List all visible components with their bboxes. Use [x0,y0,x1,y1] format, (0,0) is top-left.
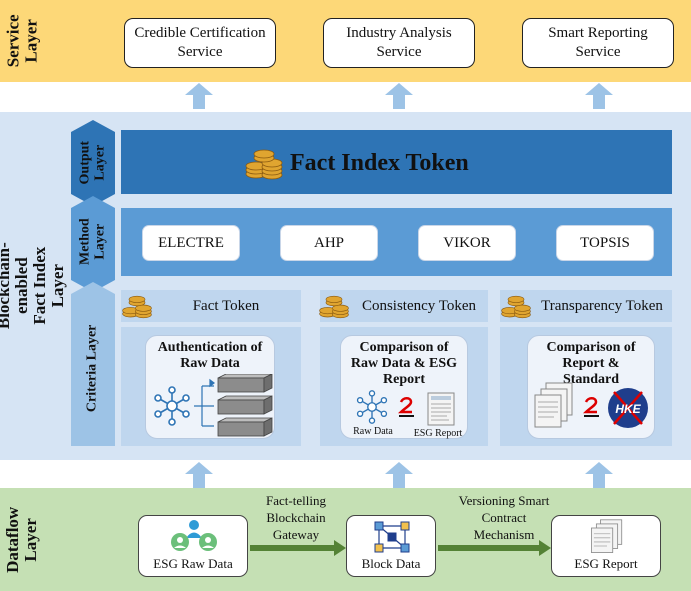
up-arrow-icon [385,462,413,488]
esg-raw-data-node: ESG Raw Data [138,515,248,577]
raw-data-caption: Raw Data [353,426,393,437]
network-hub-icon [154,386,190,426]
not-equal-icon [397,397,414,417]
esg-report-label: ESG Report [574,556,638,571]
authentication-title: Authentication of Raw Data [157,340,263,372]
esg-report-node: ESG Report [551,515,661,577]
consistency-token-row: Consistency Token [320,290,488,322]
esg-raw-data-label: ESG Raw Data [153,556,233,571]
standard-title: Comparison of Report & Standard [546,340,636,388]
svg-text:HKE: HKE [615,402,641,416]
report-stack-icon [591,519,623,553]
smart-contract-edge-label: Versioning Smart Contract Mechanism [458,493,550,542]
coins-icon [319,295,349,319]
not-equal-icon [582,397,599,417]
coins-icon [122,295,152,319]
block-data-label: Block Data [361,556,421,571]
credible-certification-service: Credible Certification Service [124,18,276,68]
people-network-icon [171,520,217,551]
fact-index-layer-label: Blockchain-enabled Fact Index Layer [0,242,66,330]
report-stack-icon [534,382,573,428]
consistency-card: Comparison of Raw Data & ESG Report Raw … [340,335,468,439]
dataflow-layer-label: Dataflow Layer [3,506,41,573]
up-arrow-icon [585,83,613,109]
output-layer-label: Output Layer [77,141,107,185]
up-arrow-icon [185,462,213,488]
report-document-icon [427,392,455,426]
method-electre: ELECTRE [142,225,240,261]
fact-token-row: Fact Token [121,290,301,322]
coins-icon [501,295,531,319]
method-ahp: AHP [280,225,378,261]
method-topsis: TOPSIS [556,225,654,261]
authentication-card: Authentication of Raw Data [145,335,275,439]
up-arrow-icon [185,83,213,109]
blockchain-cubes-icon [374,521,410,553]
method-layer-label: Method Layer [77,218,108,266]
layer-chevron-stack [71,120,115,446]
criteria-layer-label: Criteria Layer [84,324,100,412]
service-layer-label: Service Layer [3,14,41,68]
up-arrow-icon [385,83,413,109]
gateway-edge-label: Fact-telling Blockchain Gateway [266,493,326,542]
industry-analysis-service: Industry Analysis Service [323,18,475,68]
coins-icon [245,149,283,180]
right-arrow-icon [438,540,551,556]
consistency-title: Comparison of Raw Data & ESG Report [350,340,458,388]
network-hub-icon [356,390,388,424]
right-arrow-icon [250,540,346,556]
up-arrow-icon [585,462,613,488]
server-stack-icon [194,374,273,437]
smart-reporting-service: Smart Reporting Service [522,18,674,68]
hkex-logo-icon: HKE [608,388,648,428]
block-data-node: Block Data [346,515,436,577]
fact-index-token-title: Fact Index Token [290,149,469,176]
output-bar [121,130,672,194]
standard-card: Comparison of Report & Standard HKE [527,335,655,439]
method-vikor: VIKOR [418,225,516,261]
esg-report-caption: ESG Report [413,428,463,439]
